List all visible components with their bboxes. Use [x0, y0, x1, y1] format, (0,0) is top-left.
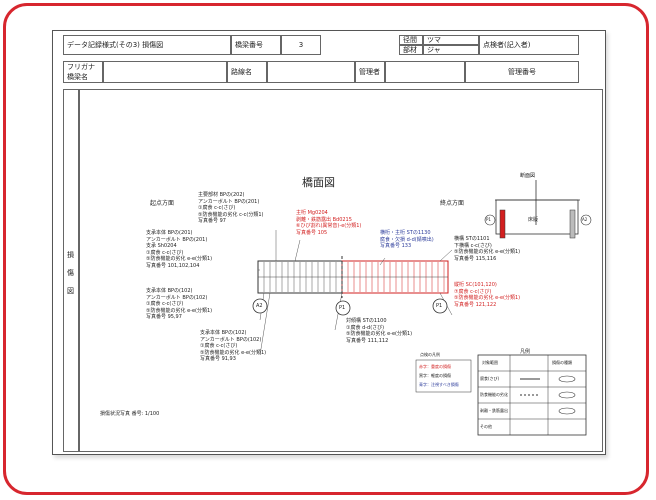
node-a2-label: A2 [256, 303, 263, 309]
manage-no-label-text: 管理番号 [508, 68, 536, 76]
drawing-svg [252, 180, 592, 436]
route-label-text: 路線名 [231, 68, 252, 76]
bridge-plan [257, 256, 449, 298]
side-label-1: 損 [67, 251, 74, 259]
legend-title: 凡例 [520, 349, 531, 355]
admin-label-text: 管理者 [359, 68, 380, 76]
page-no: 3 [281, 35, 321, 55]
annotation-2: 支承本体 BPの(201) アンカーボルト BPの(201) 支承 Sh0204… [146, 230, 213, 269]
legend-row-3: その他 [480, 424, 492, 429]
node-a2-circle [252, 298, 268, 314]
legend-box [415, 354, 587, 436]
manage-no-label: 管理番号 [465, 61, 579, 83]
inset-pier-left: P1 [486, 217, 491, 222]
lines-legend-0: 赤字：重度の損傷 [419, 364, 451, 369]
side-label-column: 損 傷 図 [63, 89, 79, 452]
furigana-label: フリガナ [67, 63, 95, 71]
span-label: 径間 [399, 35, 423, 45]
lines-legend-2: 青字：注視すべき損傷 [419, 382, 459, 387]
bridge-name-label: 橋梁名 [67, 73, 88, 81]
damage-drawing-area: 橋面図 起点方面 終点方面 断面図 床版 P1 A2 A2 P1 P1 主要部材… [79, 89, 603, 452]
inset-label: 断面図 [520, 173, 536, 179]
lines-legend-title: 点検の凡例 [420, 352, 440, 357]
drawing-title: 橋面図 [302, 176, 335, 189]
side-label-3: 図 [67, 287, 74, 295]
route-label: 路線名 [227, 61, 267, 83]
inspector-label-text: 点検者(記入者) [483, 41, 531, 49]
span-value-text: ツマ [427, 36, 441, 44]
bridge-no-label: 橋梁番号 [231, 35, 281, 55]
annotation-7: 対傾構 STの1100 ①腐食 d-d(さび) ⑤防食機能の劣化 e-e(分類1… [346, 318, 413, 344]
inspection-sheet: データ記録様式(その3) 損傷図 橋梁番号 3 径間 ツマ 部材 ジャ 点検者(… [52, 30, 606, 455]
inspector-label: 点検者(記入者) [479, 35, 579, 55]
annotation-5: 支承本体 BPの(102) アンカーボルト BPの(102) ①腐食 c-c(さ… [146, 288, 213, 321]
left-direction-label: 起点方面 [150, 200, 175, 207]
member-label-text: 部材 [403, 46, 417, 54]
node-p1-label: P1 [436, 303, 443, 309]
member-value: ジャ [423, 45, 479, 55]
node-p1-circle [432, 298, 448, 314]
bridge-no-label-text: 橋梁番号 [235, 41, 263, 49]
inset-deck-text: 床版 [528, 217, 539, 223]
annotation-1: 主桁 Mg0204 剥離・鉄筋露出 Bd0215 ⑥ひび割れ(異常音)-e(分類… [296, 210, 362, 236]
admin-value [385, 61, 465, 83]
inset-pier-right: A2 [582, 217, 588, 222]
node-p-mid-label: P1 [339, 305, 346, 311]
legend-col2: 損傷の種類 [552, 360, 572, 365]
node-p-mid-circle [335, 300, 351, 316]
legend-row-2: 剥離・鉄筋露出 [480, 408, 508, 413]
bridge-name-value [103, 61, 227, 83]
form-title: データ記録様式(その3) 損傷図 [63, 35, 231, 55]
annotation-6: 縦桁 SC(101,120) ⑦腐食 c-c(さび) ⑤防食機能の劣化 e-e(… [454, 282, 521, 308]
page-no-text: 3 [298, 41, 304, 49]
span-value: ツマ [423, 35, 479, 45]
furigana-cell: フリガナ 橋梁名 [63, 61, 103, 83]
admin-label: 管理者 [355, 61, 385, 83]
span-label-text: 径間 [403, 36, 417, 44]
legend-row-1: 防食機能の劣化 [480, 392, 508, 397]
annotation-3: 横桁・主桁 STの1130 腐食・欠損 d-d(錆噴出) 写真番号 133 [380, 230, 434, 250]
footer-note: 損傷状況写真 番号: 1/100 [100, 411, 160, 417]
annotation-8: 支承本体 BPの(102) アンカーボルト BPの(102) ①腐食 c-c(さ… [200, 330, 267, 363]
section-inset [484, 180, 592, 239]
legend-col1: 対象範囲 [482, 360, 498, 365]
route-value [267, 61, 355, 83]
right-direction-label: 終点方面 [440, 200, 465, 207]
side-label-2: 傷 [67, 269, 74, 277]
annotation-0: 主要部材 BPの(202) アンカーボルト BPの(201) ①腐食 c-c(さ… [198, 192, 264, 225]
legend-row-0: 腐食(さび) [480, 376, 500, 381]
lines-legend-1: 黒字：軽度の損傷 [419, 373, 451, 378]
annotation-4: 横構 STの1101 下横構 c-c(さび) ⑤防食機能の劣化 e-e(分類1)… [454, 236, 521, 262]
member-label: 部材 [399, 45, 423, 55]
form-title-text: データ記録様式(その3) 損傷図 [67, 41, 164, 49]
member-value-text: ジャ [427, 46, 441, 54]
